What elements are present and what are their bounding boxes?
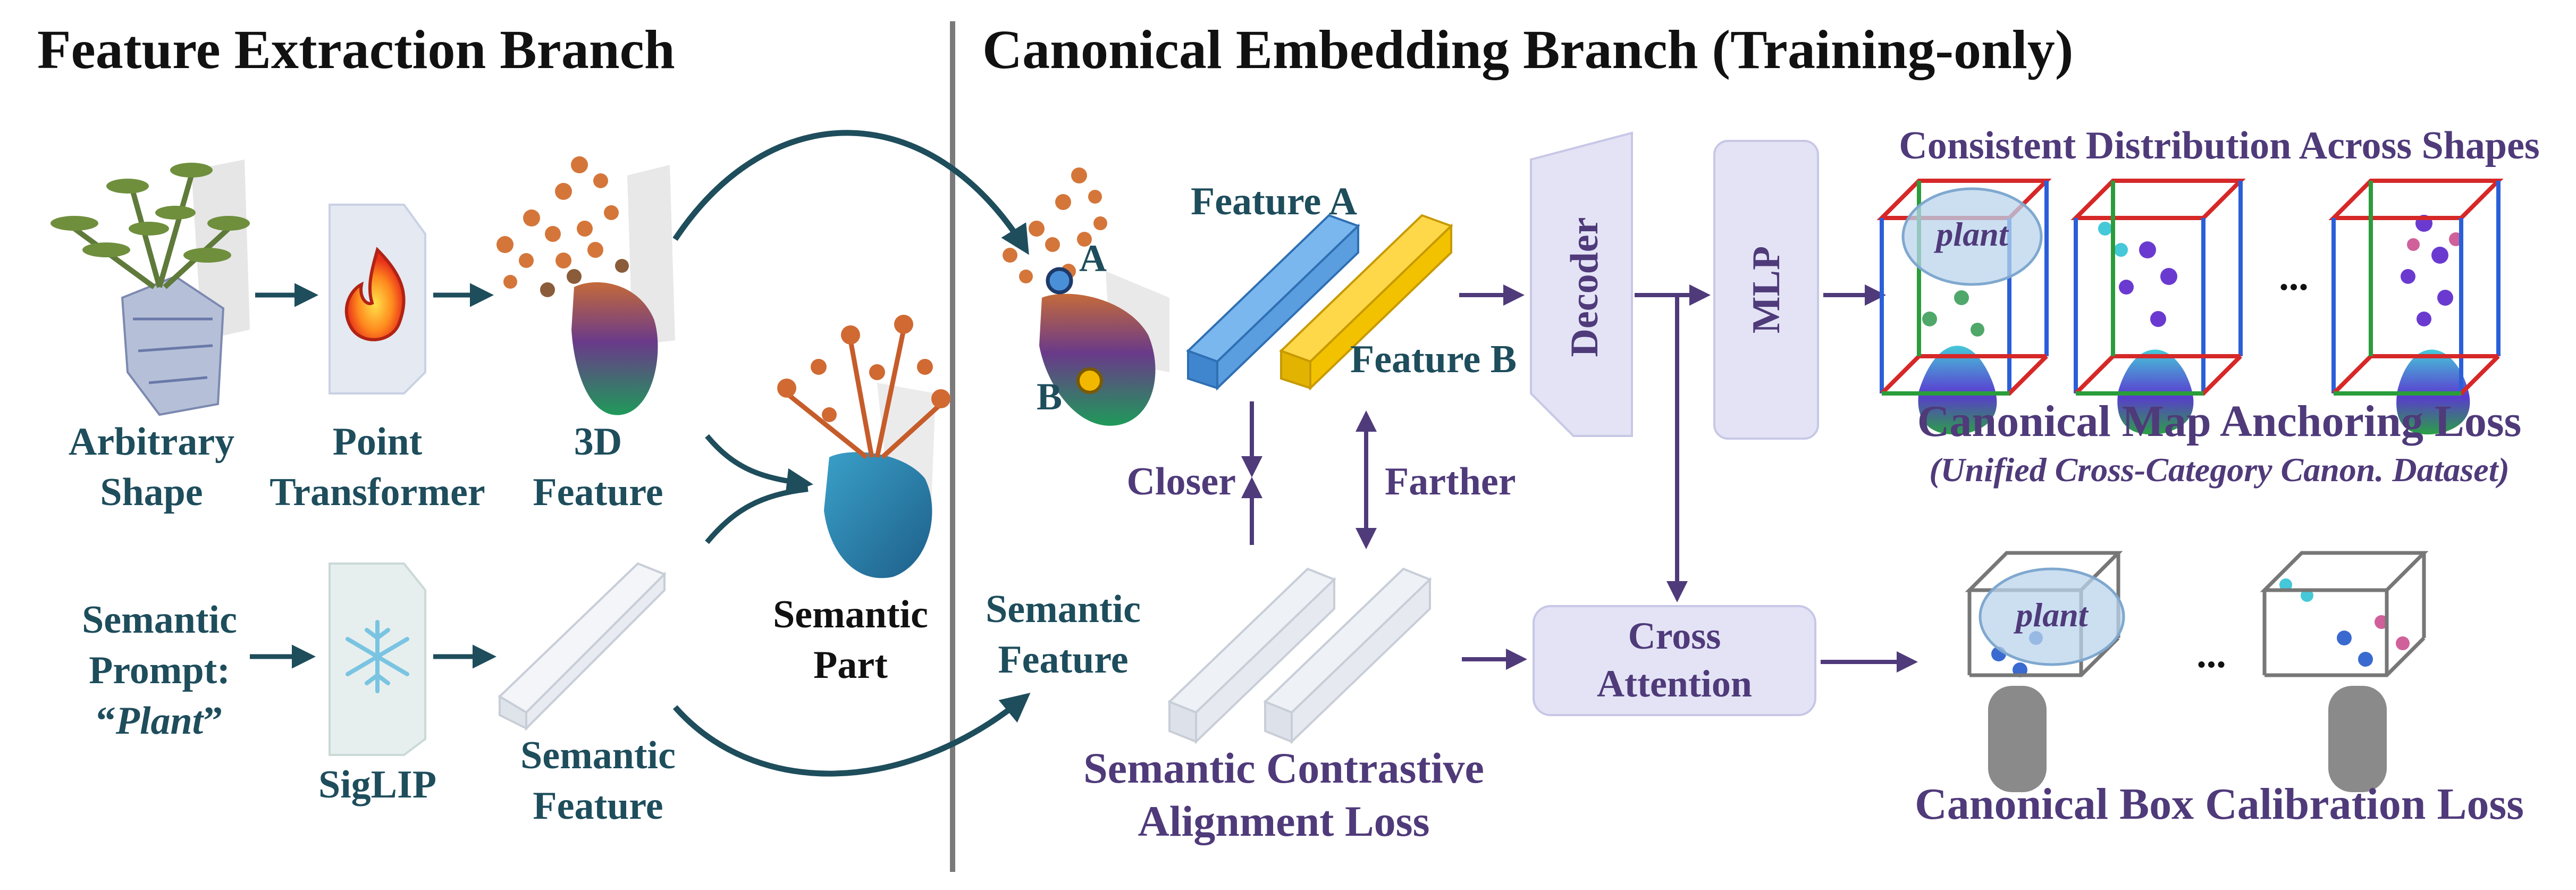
canonical-map-box-1 (1876, 179, 2052, 435)
3d-feature-point-cloud-image (496, 156, 675, 415)
right-semantic-feature-label-line2: Feature (998, 638, 1128, 682)
decoder-label: Decoder (1563, 217, 1606, 357)
right-section-title: Canonical Embedding Branch (Training-onl… (982, 19, 2073, 80)
canonical-map-box-3 (2328, 179, 2504, 435)
decoder-module (1530, 131, 1633, 437)
semantic-prompt-value: “Plant” (96, 699, 223, 743)
fire-icon (344, 247, 406, 341)
arbitrary-shape-label-line1: Arbitrary (69, 420, 234, 464)
3d-feature-label-line2: Feature (533, 471, 663, 514)
siglip-label: SigLIP (318, 763, 436, 807)
contrastive-loss-label-line1: Semantic Contrastive (1083, 744, 1484, 792)
canonical-point-cloud-image (1003, 167, 1169, 426)
left-semantic-feature-bar (498, 562, 667, 731)
semantic-prompt-label-line1: Semantic (82, 598, 237, 642)
input-plant-shape-image (50, 159, 250, 416)
semantic-prompt-label-line2: Prompt: (89, 649, 230, 692)
canonical-map-box-2 (2070, 179, 2246, 435)
canonical-bbox-1 (1965, 551, 2125, 792)
curved-arrow-to-canonical-branch (672, 130, 1029, 255)
point-transformer-label-line2: Transformer (270, 471, 485, 514)
canonical-bbox-2 (2260, 551, 2429, 792)
feature-b-label: Feature B (1350, 338, 1517, 381)
semantic-part-label-line2: Part (813, 643, 888, 687)
semantic-part-label-line1: Semantic (773, 593, 928, 636)
closer-label: Closer (1127, 460, 1236, 503)
anchoring-dataset-label: (Unified Cross-Category Canon. Dataset) (1929, 451, 2510, 489)
curved-arrow-3dfeature-to-part (705, 434, 813, 495)
point-b-label: B (1037, 375, 1062, 418)
feature-a-bar (1186, 214, 1360, 391)
semantic-feature-bar-1 (1167, 567, 1336, 744)
curved-arrow-to-semantic-feature (672, 692, 1031, 777)
mlp-label: MLP (1745, 246, 1788, 333)
3d-feature-label-line1: 3D (574, 420, 622, 464)
point-b-marker (1076, 367, 1103, 394)
point-transformer-label-line1: Point (333, 420, 423, 464)
semantic-feature-bar-2 (1263, 567, 1432, 744)
left-semantic-feature-label-line2: Feature (533, 784, 663, 828)
farther-label: Farther (1385, 460, 1516, 503)
feature-b-bar (1279, 214, 1453, 391)
right-semantic-feature-label-line1: Semantic (986, 587, 1141, 631)
arbitrary-shape-label-line2: Shape (100, 471, 203, 514)
cross-attention-label-line1: Cross (1628, 615, 1721, 657)
map-plant-label: plant (1933, 215, 2009, 253)
point-a-marker (1046, 267, 1073, 295)
bbox-ellipsis: ... (2196, 633, 2226, 676)
box-loss-label: Canonical Box Calibration Loss (1915, 779, 2524, 829)
cross-attention-module (1533, 605, 1816, 716)
curved-arrow-semfeature-to-part (705, 486, 809, 544)
left-semantic-feature-label-line1: Semantic (520, 734, 676, 777)
semantic-part-image (777, 315, 950, 578)
consistent-distribution-label: Consistent Distribution Across Shapes (1899, 124, 2539, 167)
contrastive-loss-label-line2: Alignment Loss (1138, 797, 1429, 845)
cross-attention-label-line2: Attention (1597, 662, 1752, 705)
left-section-title: Feature Extraction Branch (37, 19, 675, 80)
map-ellipsis: ... (2279, 255, 2309, 299)
bbox-plant-label: plant (2013, 596, 2089, 634)
point-a-label: A (1079, 237, 1107, 280)
snowflake-icon (346, 620, 409, 693)
mlp-module (1713, 140, 1819, 440)
anchoring-loss-label: Canonical Map Anchoring Loss (1917, 397, 2522, 446)
